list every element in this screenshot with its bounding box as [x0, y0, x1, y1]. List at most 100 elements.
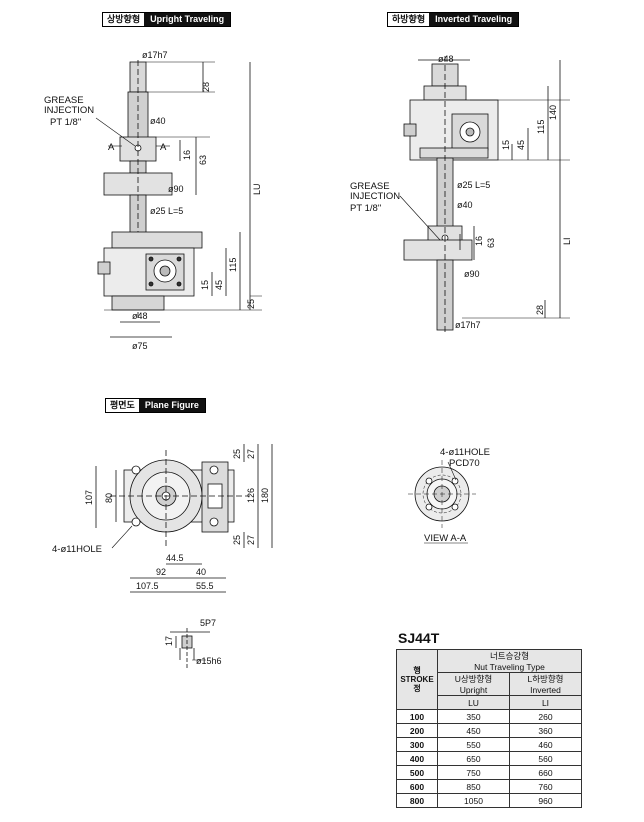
upright-d40: ø40 — [150, 116, 166, 126]
plane-d27b: 27 — [246, 535, 256, 545]
inverted-d140: 140 — [548, 105, 558, 120]
key-detail — [170, 628, 210, 668]
inverted-grease-3: PT 1/8" — [350, 203, 381, 214]
plane-d107: 107 — [84, 490, 94, 505]
plane-tag: 평면도 Plane Figure — [105, 398, 206, 413]
inverted-d15: 15 — [501, 140, 511, 150]
table-row: 200 450 360 — [396, 723, 582, 738]
inverted-d17: ø17h7 — [455, 320, 481, 330]
table-row: 300 550 460 — [396, 737, 582, 752]
inverted-d63: 63 — [486, 238, 496, 248]
inverted-d16: 16 — [474, 236, 484, 246]
row-stroke: 500 — [396, 765, 438, 780]
upright-section-a-right: A — [160, 142, 167, 153]
key-d15: ø15h6 — [196, 656, 222, 666]
plane-d107-5: 107.5 — [136, 581, 159, 591]
upright-d17: ø17h7 — [142, 50, 168, 60]
plane-d40: 40 — [196, 567, 206, 577]
group-header-ko: 너트승강형 — [489, 651, 530, 661]
inverted-tag-ko: 하방향형 — [388, 13, 430, 26]
inverted-tag-en: Inverted Traveling — [429, 13, 519, 26]
upright-d75: ø75 — [132, 341, 148, 351]
row-li: 760 — [509, 779, 582, 794]
group-header: 너트승강형 Nut Traveling Type — [437, 649, 582, 673]
plane-d180: 180 — [260, 488, 270, 503]
plane-d80: 80 — [104, 493, 114, 503]
upright-grease-1: GREASE — [44, 95, 84, 106]
upright-d115: 115 — [228, 258, 238, 272]
table-row: 600 850 760 — [396, 779, 582, 794]
view-aa-pcd: PCD70 — [449, 458, 480, 469]
stroke-header: 행 STROKE 정 — [396, 649, 438, 710]
col-u-symbol: LU — [437, 695, 510, 710]
row-stroke: 100 — [396, 709, 438, 724]
key-detail-text: 5P7 17 ø15h6 — [164, 618, 222, 666]
row-li: 960 — [509, 793, 582, 808]
row-li: 460 — [509, 737, 582, 752]
plane-tag-ko: 평면도 — [106, 399, 139, 412]
row-lu: 350 — [437, 709, 510, 724]
upright-grease-3: PT 1/8" — [50, 117, 81, 128]
upright-grease-2: INJECTION — [44, 105, 94, 116]
plane-d25b: 25 — [232, 535, 242, 545]
view-aa-hole: 4-ø11HOLE — [440, 447, 490, 458]
upright-lu: LU — [252, 183, 262, 195]
row-lu: 1050 — [437, 793, 510, 808]
row-lu: 750 — [437, 765, 510, 780]
inverted-d28: 28 — [535, 305, 545, 315]
row-lu: 850 — [437, 779, 510, 794]
row-li: 260 — [509, 709, 582, 724]
row-stroke: 600 — [396, 779, 438, 794]
col-l-en: Inverted — [530, 685, 561, 695]
row-stroke: 300 — [396, 737, 438, 752]
row-lu: 550 — [437, 737, 510, 752]
plane-d92: 92 — [156, 567, 166, 577]
row-stroke: 200 — [396, 723, 438, 738]
upright-d25l5: ø25 L=5 — [150, 206, 183, 216]
inverted-tag: 하방향형 Inverted Traveling — [387, 12, 520, 27]
row-stroke: 800 — [396, 793, 438, 808]
table-row: 800 1050 960 — [396, 793, 582, 808]
row-lu: 450 — [437, 723, 510, 738]
inverted-d90: ø90 — [464, 269, 480, 279]
upright-d63: 63 — [198, 155, 208, 165]
col-l-symbol: LI — [509, 695, 582, 710]
col-u-header: U상방향형 Upright — [437, 672, 510, 696]
inverted-d115: 115 — [536, 120, 546, 134]
table-row: 400 650 560 — [396, 751, 582, 766]
inverted-dim-text: ø48 115 140 45 15 ø25 L=5 ø40 16 63 ø90 … — [350, 54, 572, 330]
spec-table: 행 STROKE 정 너트승강형 Nut Traveling Type U상방향… — [396, 649, 582, 808]
view-aa — [408, 460, 476, 544]
key-d5: 5P7 — [200, 618, 216, 628]
plane-d27a: 27 — [246, 449, 256, 459]
plane-tag-en: Plane Figure — [138, 399, 205, 412]
plane-view — [95, 444, 273, 593]
upright-d45: 45 — [214, 280, 224, 290]
inverted-grease-1: GREASE — [350, 181, 390, 192]
inverted-d48: ø48 — [438, 54, 454, 64]
table-row: 100 350 260 — [396, 709, 582, 724]
plane-d55-5: 55.5 — [196, 581, 214, 591]
inverted-grease-2: INJECTION — [350, 191, 400, 202]
inverted-li: LI — [562, 237, 572, 245]
upright-view — [95, 60, 262, 338]
model-title: SJ44T — [398, 630, 440, 646]
row-lu: 650 — [437, 751, 510, 766]
inverted-d40: ø40 — [457, 200, 473, 210]
inverted-view — [399, 56, 570, 335]
view-aa-title: VIEW A-A — [424, 533, 467, 544]
col-u-en: Upright — [459, 685, 488, 695]
col-u-ko: U상방향형 — [454, 674, 493, 684]
plane-d126: 126 — [246, 488, 256, 503]
plane-dim-text: 107 80 25 27 126 180 25 27 44.5 92 40 10… — [52, 449, 270, 591]
upright-dim-text: ø17h7 28 ø40 16 63 ø90 ø25 L=5 LU 115 45… — [44, 50, 262, 351]
row-li: 360 — [509, 723, 582, 738]
upright-d28: 28 — [201, 82, 211, 92]
row-li: 560 — [509, 751, 582, 766]
upright-tag-en: Upright Traveling — [144, 13, 231, 26]
plane-d44-5: 44.5 — [166, 553, 184, 563]
col-l-header: L하방향형 Inverted — [509, 672, 582, 696]
col-l-ko: L하방향형 — [527, 674, 564, 684]
upright-tag-ko: 상방향형 — [103, 13, 145, 26]
